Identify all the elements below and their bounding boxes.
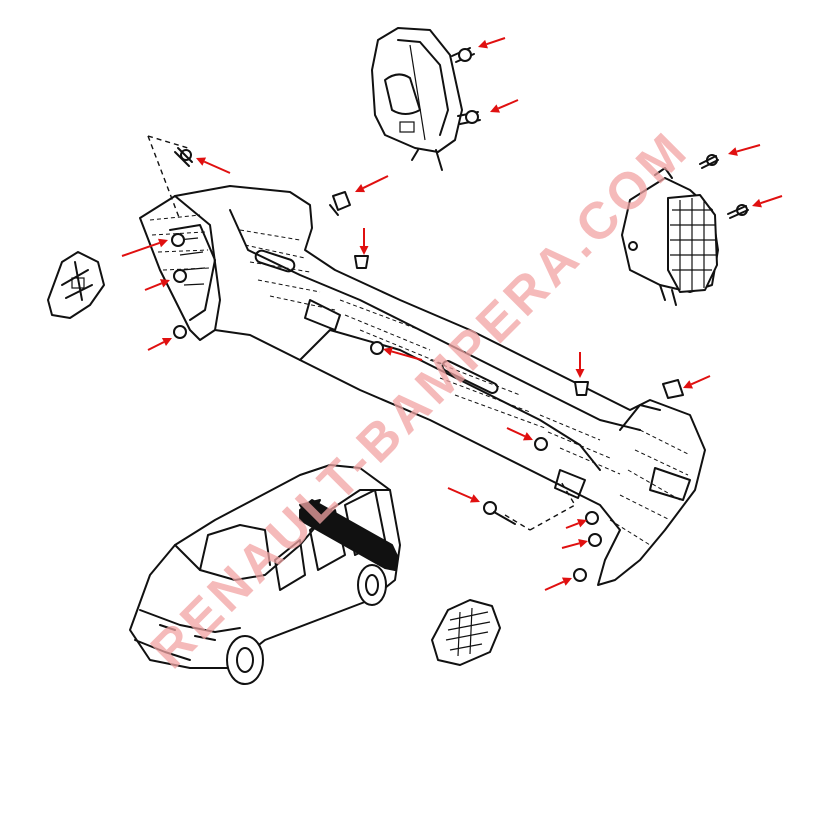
red-arrow: [196, 157, 231, 174]
red-arrow: [121, 238, 168, 257]
bolt: [173, 325, 187, 339]
red-arrow: [575, 352, 585, 378]
red-arrow: [383, 347, 423, 361]
clip: [354, 255, 369, 269]
bolt: [588, 533, 602, 547]
red-arrow: [506, 427, 533, 441]
red-arrow: [490, 99, 519, 113]
screw: [174, 147, 193, 167]
red-arrow: [355, 175, 389, 193]
bolt: [171, 233, 185, 247]
bolt: [573, 568, 587, 582]
guide-lines: [147, 135, 576, 531]
red-arrow: [561, 538, 588, 549]
clip: [662, 379, 684, 399]
red-arrow: [565, 518, 587, 529]
red-arrow: [144, 279, 170, 291]
red-arrow: [147, 338, 172, 351]
bumper-bracket-left: [169, 224, 216, 321]
mounting-bracket-left: [47, 251, 105, 319]
tail-light-left: [371, 27, 463, 171]
clip: [574, 381, 589, 396]
tail-light-right: [621, 167, 719, 306]
clip: [329, 191, 351, 216]
bolt: [534, 437, 548, 451]
red-arrow: [728, 144, 761, 156]
mounting-bracket-center: [431, 599, 501, 666]
screw: [483, 501, 516, 525]
bolt: [585, 511, 599, 525]
screw: [451, 47, 475, 63]
fastener-arrows: [121, 37, 783, 591]
screw: [727, 204, 749, 219]
red-arrow: [447, 487, 480, 503]
red-arrow: [752, 195, 783, 208]
red-arrow: [683, 375, 711, 389]
red-arrow: [359, 228, 369, 255]
van-illustration: [129, 464, 401, 685]
screw: [457, 110, 481, 125]
screw: [699, 154, 719, 169]
red-arrow: [544, 577, 572, 591]
red-arrow: [478, 37, 506, 49]
bolt: [173, 269, 187, 283]
bolt: [370, 341, 384, 355]
